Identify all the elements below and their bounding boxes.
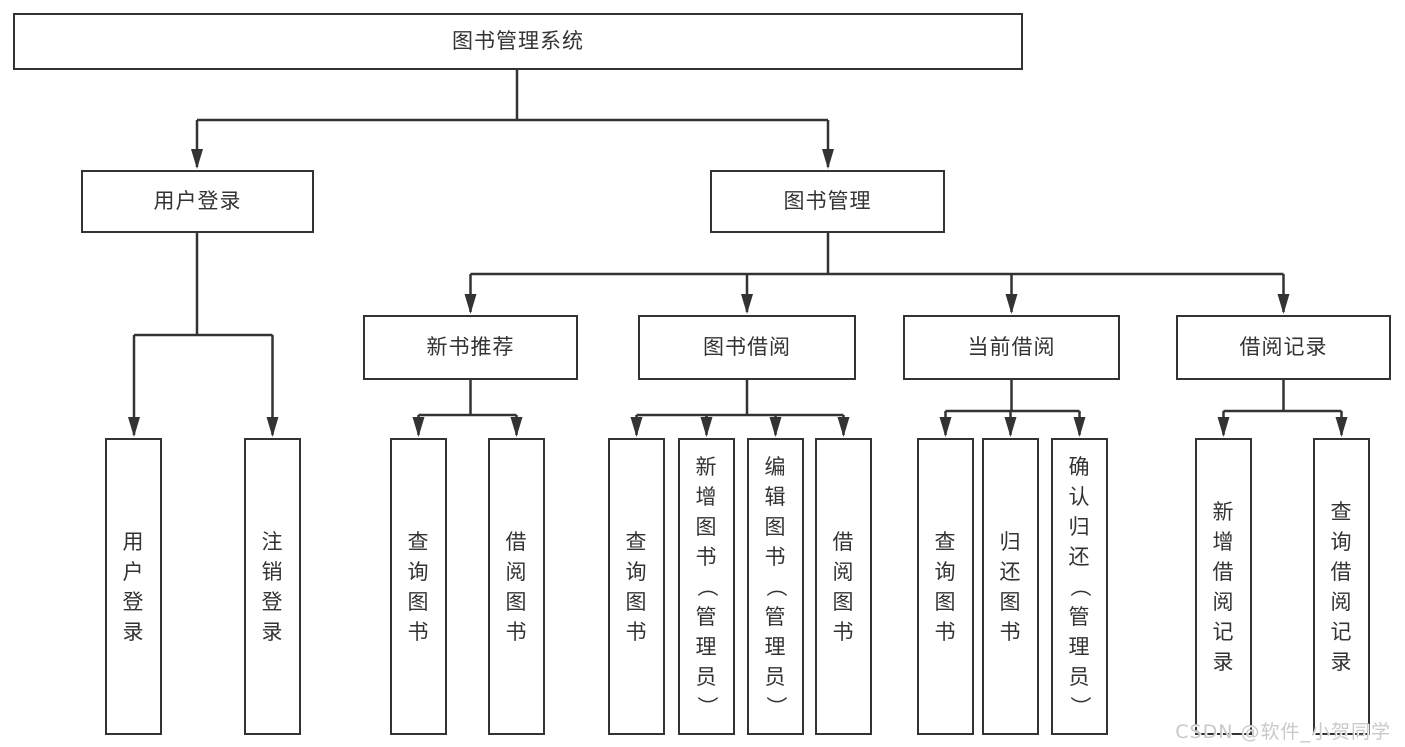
leaf-add-borrow-record: 新增借阅记录 [1195,438,1252,735]
leaf-add-book-admin-label: 新增图书（管理员） [694,454,719,718]
node-current-borrowing-label: 当前借阅 [967,335,1056,359]
leaf-logout: 注销登录 [244,438,301,735]
leaf-add-book-admin: 新增图书（管理员） [678,438,735,735]
trunk-new-book-recommend [418,380,517,417]
leaf-confirm-return-admin-label: 确认归还（管理员） [1067,454,1092,718]
leaf-logout-label: 注销登录 [261,529,284,644]
leaf-query-borrow-record-label: 查询借阅记录 [1330,499,1353,674]
trunk-current-borrowing [945,380,1080,413]
trunk-book-borrowing [636,380,844,417]
leaf-edit-book-admin: 编辑图书（管理员） [747,438,804,735]
trunk-book-management [470,233,1284,276]
trunk-borrowing-records [1223,380,1342,413]
leaf-query-book-borrowing-label: 查询图书 [625,529,648,644]
node-user-login: 用户登录 [81,170,314,233]
leaf-query-book-borrowing: 查询图书 [608,438,665,735]
leaf-edit-book-admin-label: 编辑图书（管理员） [763,454,788,718]
node-new-book-recommend: 新书推荐 [363,315,578,380]
node-book-management: 图书管理 [710,170,945,233]
node-root: 图书管理系统 [13,13,1023,70]
node-user-login-label: 用户登录 [153,189,242,213]
trunk-root-to-level2 [197,70,828,122]
trunk-user-login [134,233,273,337]
node-book-borrowing-label: 图书借阅 [703,335,791,359]
leaf-user-login-label: 用户登录 [122,529,145,644]
leaf-query-book-current-label: 查询图书 [934,529,957,644]
leaf-return-book: 归还图书 [982,438,1039,735]
leaf-borrow-book-borrowing-label: 借阅图书 [832,529,855,644]
leaf-user-login: 用户登录 [105,438,162,735]
leaf-return-book-label: 归还图书 [999,529,1022,644]
leaf-query-book-current: 查询图书 [917,438,974,735]
node-borrowing-records: 借阅记录 [1176,315,1391,380]
leaf-add-borrow-record-label: 新增借阅记录 [1212,499,1235,674]
leaf-query-book-recommend: 查询图书 [390,438,447,735]
node-current-borrowing: 当前借阅 [903,315,1120,380]
leaf-confirm-return-admin: 确认归还（管理员） [1051,438,1108,735]
node-new-book-recommend-label: 新书推荐 [426,335,515,359]
node-book-management-label: 图书管理 [783,189,872,213]
node-book-borrowing: 图书借阅 [638,315,856,380]
node-root-label: 图书管理系统 [452,29,584,53]
csdn-watermark: CSDN @软件_小贺同学 [1175,721,1391,743]
leaf-borrow-book-borrowing: 借阅图书 [815,438,872,735]
leaf-borrow-book-recommend: 借阅图书 [488,438,545,735]
leaf-query-book-recommend-label: 查询图书 [407,529,430,644]
node-borrowing-records-label: 借阅记录 [1239,335,1328,359]
leaf-query-borrow-record: 查询借阅记录 [1313,438,1370,735]
leaf-borrow-book-recommend-label: 借阅图书 [505,529,528,644]
